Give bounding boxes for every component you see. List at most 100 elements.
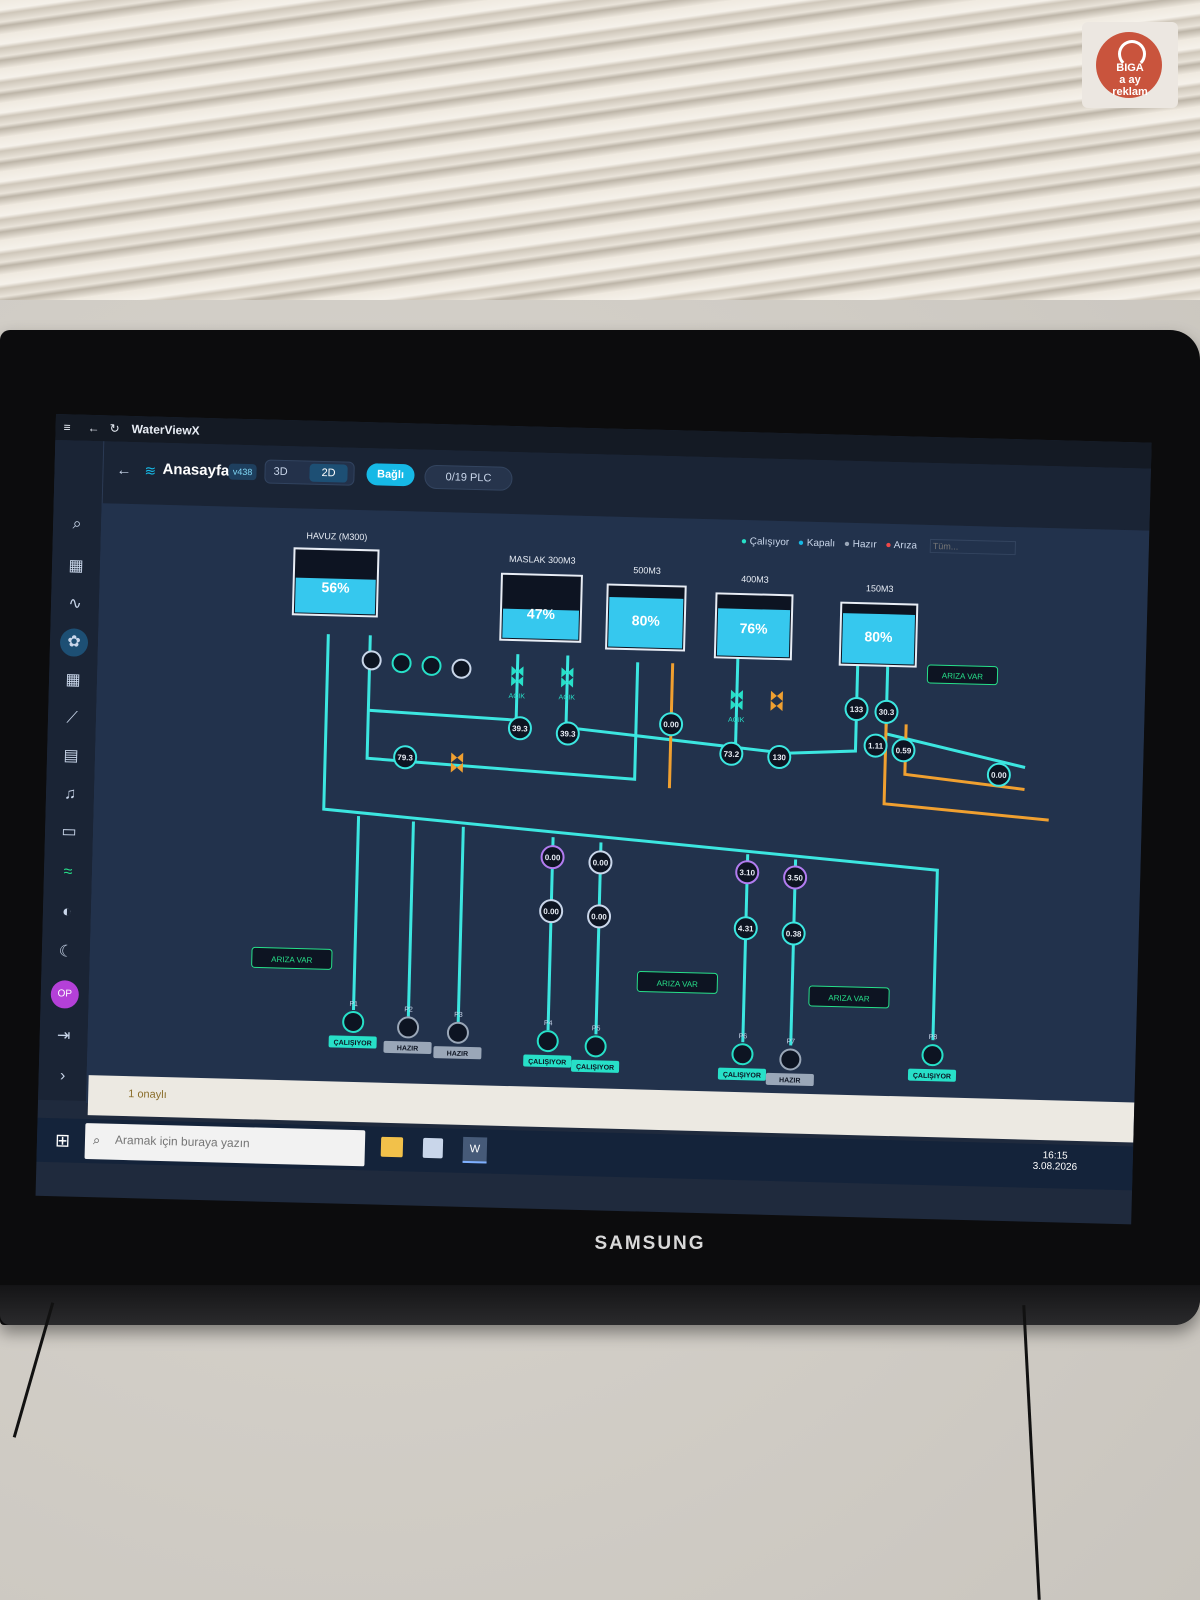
pressure-1-value: 0.00 [545, 853, 561, 862]
legend-fault: Arıza [893, 539, 918, 552]
palette-icon[interactable]: ◐ [61, 903, 73, 921]
pump-5-status-bg [571, 1059, 620, 1073]
legend-search-input[interactable] [929, 538, 1016, 556]
valve-2[interactable]: AÇIK [558, 667, 576, 702]
expand-icon[interactable]: › [59, 1067, 66, 1085]
tank-4[interactable]: 76% 400M3 [713, 573, 794, 661]
motor-panel-3[interactable]: ARIZA VAR [808, 985, 890, 1009]
store-icon[interactable] [422, 1137, 444, 1159]
taskbar-search[interactable]: ⌕ [84, 1123, 366, 1167]
windows-start-icon[interactable]: ⊞ [54, 1130, 71, 1151]
dashboard-icon[interactable]: ▦ [68, 557, 84, 575]
inline-pump-1[interactable] [361, 650, 382, 671]
pressure-3-dial[interactable] [539, 899, 564, 924]
legend-dot-fault: ● [885, 539, 892, 551]
pressure-1-dial[interactable] [540, 845, 565, 870]
gauge-11-dial[interactable] [986, 762, 1011, 787]
menu-icon[interactable]: ≡ [63, 420, 71, 435]
legend-closed: Kapalı [806, 537, 836, 550]
legend-ready: Hazır [852, 538, 877, 551]
tank-5[interactable]: 80% 150M3 [838, 583, 919, 668]
gauge-7-dial[interactable] [844, 697, 869, 722]
notification-text[interactable]: 1 onaylı [128, 1088, 167, 1102]
taskbar-clock[interactable]: 16:15 3.08.2026 [1032, 1150, 1077, 1173]
connection-status-button[interactable]: Bağlı [366, 463, 415, 487]
file-explorer-icon[interactable] [380, 1136, 404, 1158]
pressure-4-dial[interactable] [587, 904, 612, 929]
refresh-icon[interactable]: ↻ [109, 421, 120, 436]
pressure-6-value: 3.50 [787, 873, 803, 882]
inline-pump-4[interactable] [451, 658, 472, 679]
search-icon[interactable]: ⌕ [72, 515, 82, 533]
gauge-1-dial[interactable] [393, 745, 418, 770]
pressure-6-dial[interactable] [783, 865, 808, 890]
tank-1[interactable]: 56% HAVUZ (M300) [291, 530, 380, 618]
user-avatar[interactable]: OP [50, 980, 80, 1009]
report-icon[interactable]: ▤ [63, 747, 79, 765]
bell-icon[interactable]: ♫ [63, 785, 77, 803]
pressure-8-dial[interactable] [781, 921, 806, 946]
legend-dot-ready: ● [843, 538, 851, 550]
activity-icon[interactable]: ∿ [68, 595, 82, 613]
motor-panel-1[interactable]: ARIZA VAR [251, 946, 333, 970]
gauge-9-dial[interactable] [863, 733, 888, 758]
valve-1[interactable]: AÇIK [508, 666, 526, 700]
chart-icon[interactable]: ⟋ [66, 709, 78, 727]
motor-panel-4[interactable]: ARIZA VAR [926, 664, 999, 686]
gauge-10-dial[interactable] [891, 738, 916, 763]
pipe-p2 [406, 821, 415, 1017]
gauge-4-dial[interactable] [659, 712, 684, 737]
tank-2[interactable]: 47% MASLAK 300M3 [499, 554, 583, 643]
pressure-7-dial[interactable] [733, 916, 758, 941]
gauge-1-value: 79.3 [397, 753, 413, 762]
plc-status[interactable]: 0/19 PLC [424, 464, 513, 491]
pump-1-status: ÇALIŞIYOR [333, 1039, 371, 1047]
inline-pump-2[interactable] [391, 653, 412, 674]
gauge-2-dial[interactable] [507, 716, 532, 741]
grid-icon[interactable]: ▦ [65, 671, 81, 689]
pipe-p1 [352, 816, 361, 1011]
motor-panel-1-text: ARIZA VAR [271, 955, 313, 965]
logout-icon[interactable]: ⇥ [56, 1027, 71, 1045]
tv-brand: SAMSUNG [594, 1233, 706, 1254]
gauge-6-dial[interactable] [767, 745, 792, 770]
valve-5[interactable] [450, 752, 464, 773]
window-blinds [0, 0, 1200, 340]
valve-4[interactable] [770, 690, 783, 712]
gauge-3-dial[interactable] [555, 721, 580, 746]
network-icon[interactable]: ✿ [59, 628, 89, 657]
gauge-5-dial[interactable] [719, 741, 744, 766]
pump-7-status: HAZIR [779, 1077, 801, 1085]
view-2d-button[interactable]: 2D [309, 463, 348, 483]
pump-8-label: P8 [929, 1034, 938, 1041]
back-icon[interactable]: ← [87, 420, 100, 436]
tank-4-title: 400M3 [741, 574, 769, 585]
gauge-8-dial[interactable] [874, 699, 899, 724]
tank-3[interactable]: 80% 500M3 [605, 565, 687, 652]
valve-3[interactable]: AÇIK [728, 689, 746, 724]
pressure-5-dial[interactable] [735, 860, 760, 885]
taskbar-search-input[interactable] [112, 1131, 338, 1154]
gauge-4-value: 0.00 [663, 720, 679, 729]
motor-panel-2[interactable]: ARIZA VAR [636, 970, 719, 994]
view-3d-button[interactable]: 3D [273, 465, 288, 479]
back-arrow-icon[interactable]: ← [116, 461, 132, 479]
wifi-icon[interactable]: ≈ [63, 863, 73, 881]
pressure-5-value: 3.10 [739, 868, 755, 877]
pump-1-label: P1 [349, 1001, 358, 1008]
waterviewx-taskbar-icon[interactable]: W [462, 1136, 488, 1164]
monitor-icon[interactable]: ▭ [61, 823, 77, 841]
pressure-2-dial[interactable] [588, 850, 613, 875]
motor-panel-4-text: ARIZA VAR [942, 671, 984, 681]
inline-pump-3[interactable] [421, 655, 442, 676]
moon-icon[interactable]: ☾ [58, 943, 74, 961]
